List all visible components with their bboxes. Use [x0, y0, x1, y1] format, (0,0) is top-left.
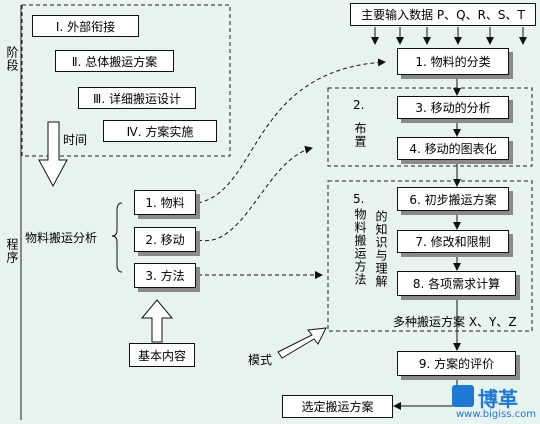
dashed-links — [197, 58, 386, 279]
layout-group-border — [327, 87, 533, 167]
stage-label: 阶段 — [5, 46, 19, 72]
knowledge-label: 的知识与理解 — [374, 210, 388, 288]
movement-analysis-box: 3. 移动的分析 — [397, 96, 509, 119]
requirements-calc-box: 8. 各项需求计算 — [397, 271, 516, 296]
layout-label: 布置 — [353, 122, 367, 148]
analysis-label: 物料搬运分析 — [25, 231, 98, 245]
analysis-item-movement: 2. 移动 — [134, 227, 196, 252]
evaluation-box: 9. 方案的评价 — [397, 351, 516, 376]
watermark-brand: 博革 — [478, 387, 518, 411]
procedure-label: 程序 — [5, 238, 19, 264]
stage-item-1: Ⅰ. 外部衔接 — [32, 15, 139, 37]
modification-box: 7. 修改和限制 — [397, 230, 509, 253]
layout-number: 2. — [353, 98, 365, 112]
analysis-item-material: 1. 物料 — [134, 190, 196, 215]
input-arrows — [371, 27, 527, 45]
method-label: 物料搬运方法 — [353, 208, 367, 286]
analysis-item-method: 3. 方法 — [134, 263, 196, 288]
time-hollow-arrow — [38, 121, 68, 188]
pattern-hollow-arrow — [277, 327, 327, 359]
basic-content-box: 基本内容 — [129, 343, 195, 367]
time-label: 时间 — [63, 133, 88, 147]
pattern-label: 模式 — [248, 353, 273, 367]
basic-content-hollow-arrow — [140, 299, 174, 343]
material-classification-box: 1. 物料的分类 — [397, 48, 509, 75]
bigiss-logo-icon — [452, 385, 474, 407]
method-number: 5. — [353, 192, 365, 206]
watermark-url: www.bigiss.com — [456, 409, 537, 420]
preliminary-plan-box: 6. 初步搬运方案 — [397, 187, 509, 211]
evaluation-to-final-arrow — [393, 376, 458, 410]
analysis-brace — [111, 202, 123, 273]
movement-charting-box: 4. 移动的图表化 — [397, 137, 509, 160]
stage-item-4: Ⅳ. 方案实施 — [103, 120, 217, 142]
stage-item-2: Ⅱ. 总体搬运方案 — [55, 50, 174, 72]
alternatives-label: 多种搬运方案 X、Y、Z — [393, 315, 517, 329]
final-plan-box: 选定搬运方案 — [282, 395, 393, 418]
stage-group-border — [21, 4, 231, 157]
method-group-border — [327, 180, 533, 332]
stage-item-3: Ⅲ. 详细搬运设计 — [78, 87, 196, 109]
inputs-box: 主要输入数据 P、Q、R、S、T — [350, 3, 536, 26]
